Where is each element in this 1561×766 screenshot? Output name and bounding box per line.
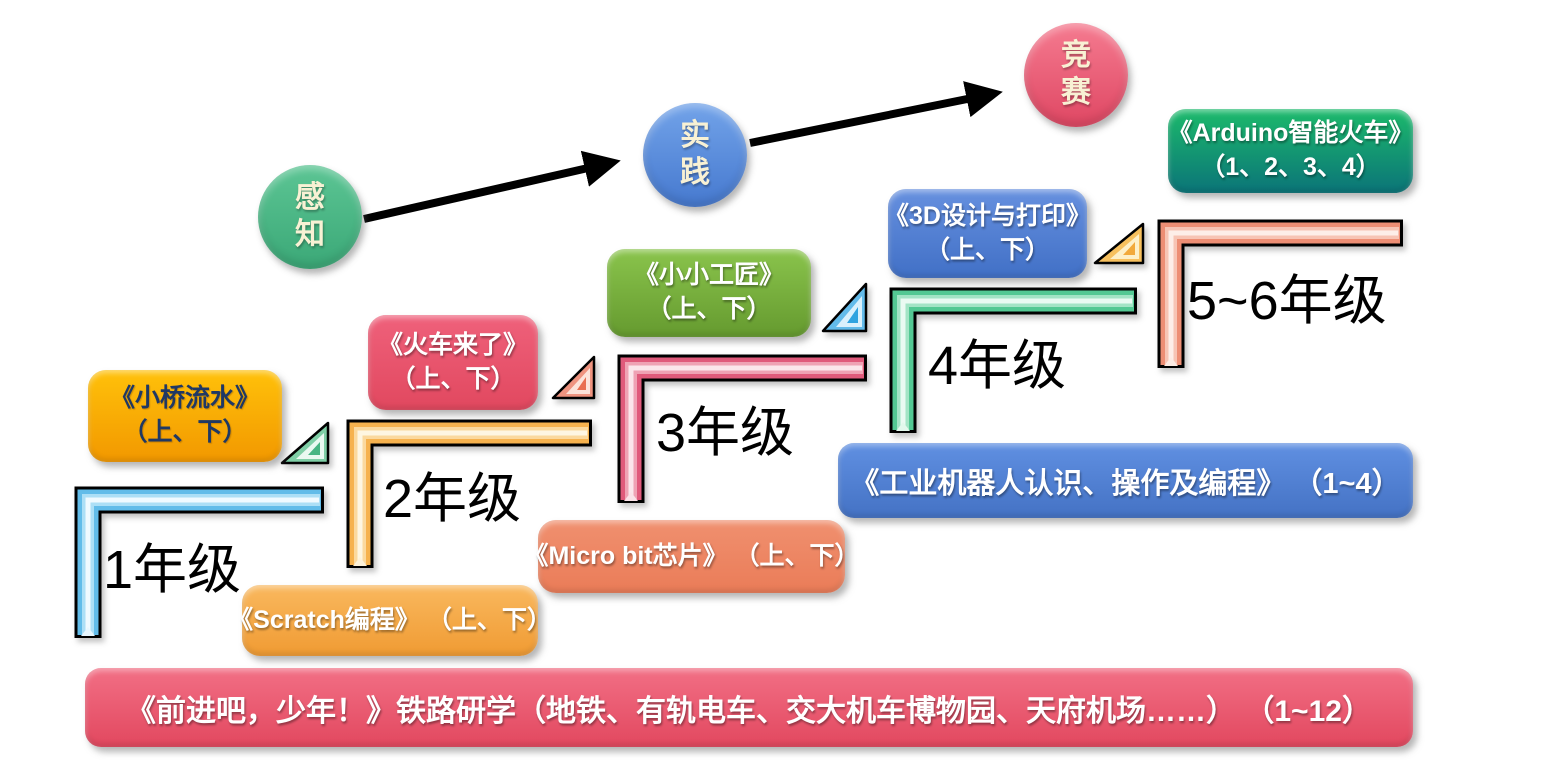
grade-label-3: 3年级 (656, 403, 795, 463)
step-grade3 (617, 354, 867, 503)
banner-railway-study: 《前进吧，少年！》铁路研学（地铁、有轨电车、交大机车博物园、天府机场……） （1… (85, 668, 1413, 747)
stage-label-competition: 竞赛 (1061, 39, 1091, 109)
grade-label-4: 4年级 (928, 336, 1067, 396)
course-card-xiaoxiaogongjiang: 《小小工匠》 （上、下） (607, 249, 811, 337)
banner-industrial-robot: 《工业机器人认识、操作及编程》 （1~4） (838, 443, 1413, 518)
course-title: 《Scratch编程》 （上、下） (228, 605, 552, 634)
triangle-after-grade3 (821, 282, 868, 333)
triangle-after-grade2 (551, 355, 596, 400)
step-tip-highlight (896, 422, 910, 431)
course-card-arduino-train: 《Arduino智能火车》 （1、2、3、4） (1168, 109, 1413, 193)
triangle-after-grade4 (1093, 222, 1145, 265)
course-subtitle: （1、2、3、4） (1200, 153, 1381, 181)
course-title: 《Micro bit芯片》 （上、下） (523, 541, 860, 570)
course-title: 《小小工匠》 (633, 261, 784, 290)
stage-label-perception: 感知 (295, 181, 325, 251)
stage-circle-practice: 实践 (643, 103, 747, 207)
course-subtitle: （上、下） (390, 364, 516, 393)
course-card-microbit: 《Micro bit芯片》 （上、下） (523, 520, 860, 593)
triangle-after-grade1 (280, 421, 330, 465)
step-grade4 (889, 287, 1137, 433)
step-grade1 (74, 486, 324, 638)
course-subtitle: （上、下） (122, 418, 248, 446)
step-grade5-6 (1157, 219, 1403, 368)
course-subtitle: （上、下） (924, 235, 1050, 264)
grade-label-2: 2年级 (383, 469, 522, 529)
course-title: 《3D设计与打印》 (884, 201, 1091, 230)
step-tip-highlight (1164, 357, 1178, 366)
grade-label-5-6: 5~6年级 (1187, 271, 1387, 331)
step-tip-highlight (353, 557, 367, 566)
course-card-3d-design-print: 《3D设计与打印》 （上、下） (884, 189, 1091, 278)
course-subtitle: （上、下） (646, 295, 772, 323)
course-card-huochelaile: 《火车来了》 （上、下） (368, 315, 538, 410)
course-title: 《Arduino智能火车》 (1167, 119, 1414, 148)
arrow-perception-to-practice (363, 150, 621, 223)
arrow-practice-to-competition (749, 81, 1003, 147)
course-card-scratch: 《Scratch编程》 （上、下） (228, 585, 552, 656)
course-title: 《小桥流水》 (109, 384, 260, 413)
course-card-xiaoqiaoliushui: 《小桥流水》 （上、下） (88, 370, 282, 462)
step-tip-highlight (81, 627, 95, 636)
step-tip-highlight (624, 492, 638, 501)
stage-circle-perception: 感知 (258, 165, 362, 269)
stage-label-practice: 实践 (680, 119, 710, 189)
step-grade2 (346, 419, 592, 568)
course-title: 《火车来了》 (377, 330, 528, 359)
stage-circle-competition: 竞赛 (1024, 23, 1128, 127)
grade-label-1: 1年级 (103, 540, 242, 600)
